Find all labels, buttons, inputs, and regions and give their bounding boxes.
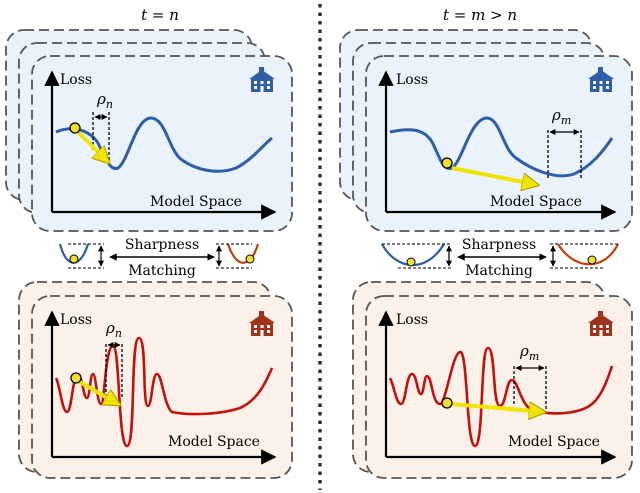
school-building-icon	[588, 311, 614, 336]
current-point	[441, 397, 453, 409]
red-mini-valley	[550, 243, 619, 269]
school-building-icon	[249, 67, 275, 92]
left-blue-panel-stack	[5, 29, 293, 232]
left-header: t = n	[141, 6, 179, 24]
matching-label: Matching	[128, 263, 196, 279]
update-arrow	[76, 130, 109, 163]
red-mini-valley	[216, 243, 260, 269]
right-header: t = m > n	[443, 6, 517, 24]
loss-curve	[388, 346, 614, 448]
update-arrow	[451, 404, 545, 412]
sharpness-label: Sharpness	[462, 237, 536, 253]
current-point	[69, 122, 81, 134]
y-axis-label: Loss	[396, 312, 428, 328]
right-blue-panel-stack	[339, 29, 633, 232]
right-red-panel-stack	[352, 281, 633, 479]
right-blue-plot: Loss Model Space ρm	[378, 70, 617, 220]
rho-label: ρm	[519, 342, 539, 363]
sharpness-label: Sharpness	[125, 237, 199, 253]
update-arrow	[77, 379, 120, 407]
x-axis-label: Model Space	[508, 434, 600, 450]
y-axis-label: Loss	[60, 312, 92, 328]
current-point	[70, 372, 82, 384]
left-sharpness-matching: Sharpness Matching	[58, 237, 260, 279]
loss-curve	[389, 116, 614, 178]
rho-label: ρm	[551, 106, 571, 127]
current-point	[441, 157, 453, 169]
school-building-icon	[588, 67, 614, 92]
school-building-icon	[249, 311, 275, 336]
rho-label: ρn	[96, 90, 113, 111]
x-axis-label: Model Space	[168, 434, 260, 450]
left-blue-plot: Loss Model Space ρn	[44, 70, 277, 220]
blue-mini-valley	[58, 243, 104, 269]
left-red-plot: Loss Model Space ρn	[44, 310, 277, 465]
x-axis-label: Model Space	[490, 194, 582, 210]
loss-curve	[55, 116, 273, 173]
x-axis-label: Model Space	[150, 194, 242, 210]
rho-label: ρn	[105, 319, 122, 340]
matching-label: Matching	[465, 263, 533, 279]
right-sharpness-matching: Sharpness Matching	[381, 237, 619, 279]
y-axis-label: Loss	[396, 72, 428, 88]
right-red-plot: Loss Model Space ρm	[378, 310, 617, 465]
y-axis-label: Loss	[60, 72, 92, 88]
update-arrow	[451, 166, 538, 185]
blue-mini-valley	[381, 243, 452, 269]
